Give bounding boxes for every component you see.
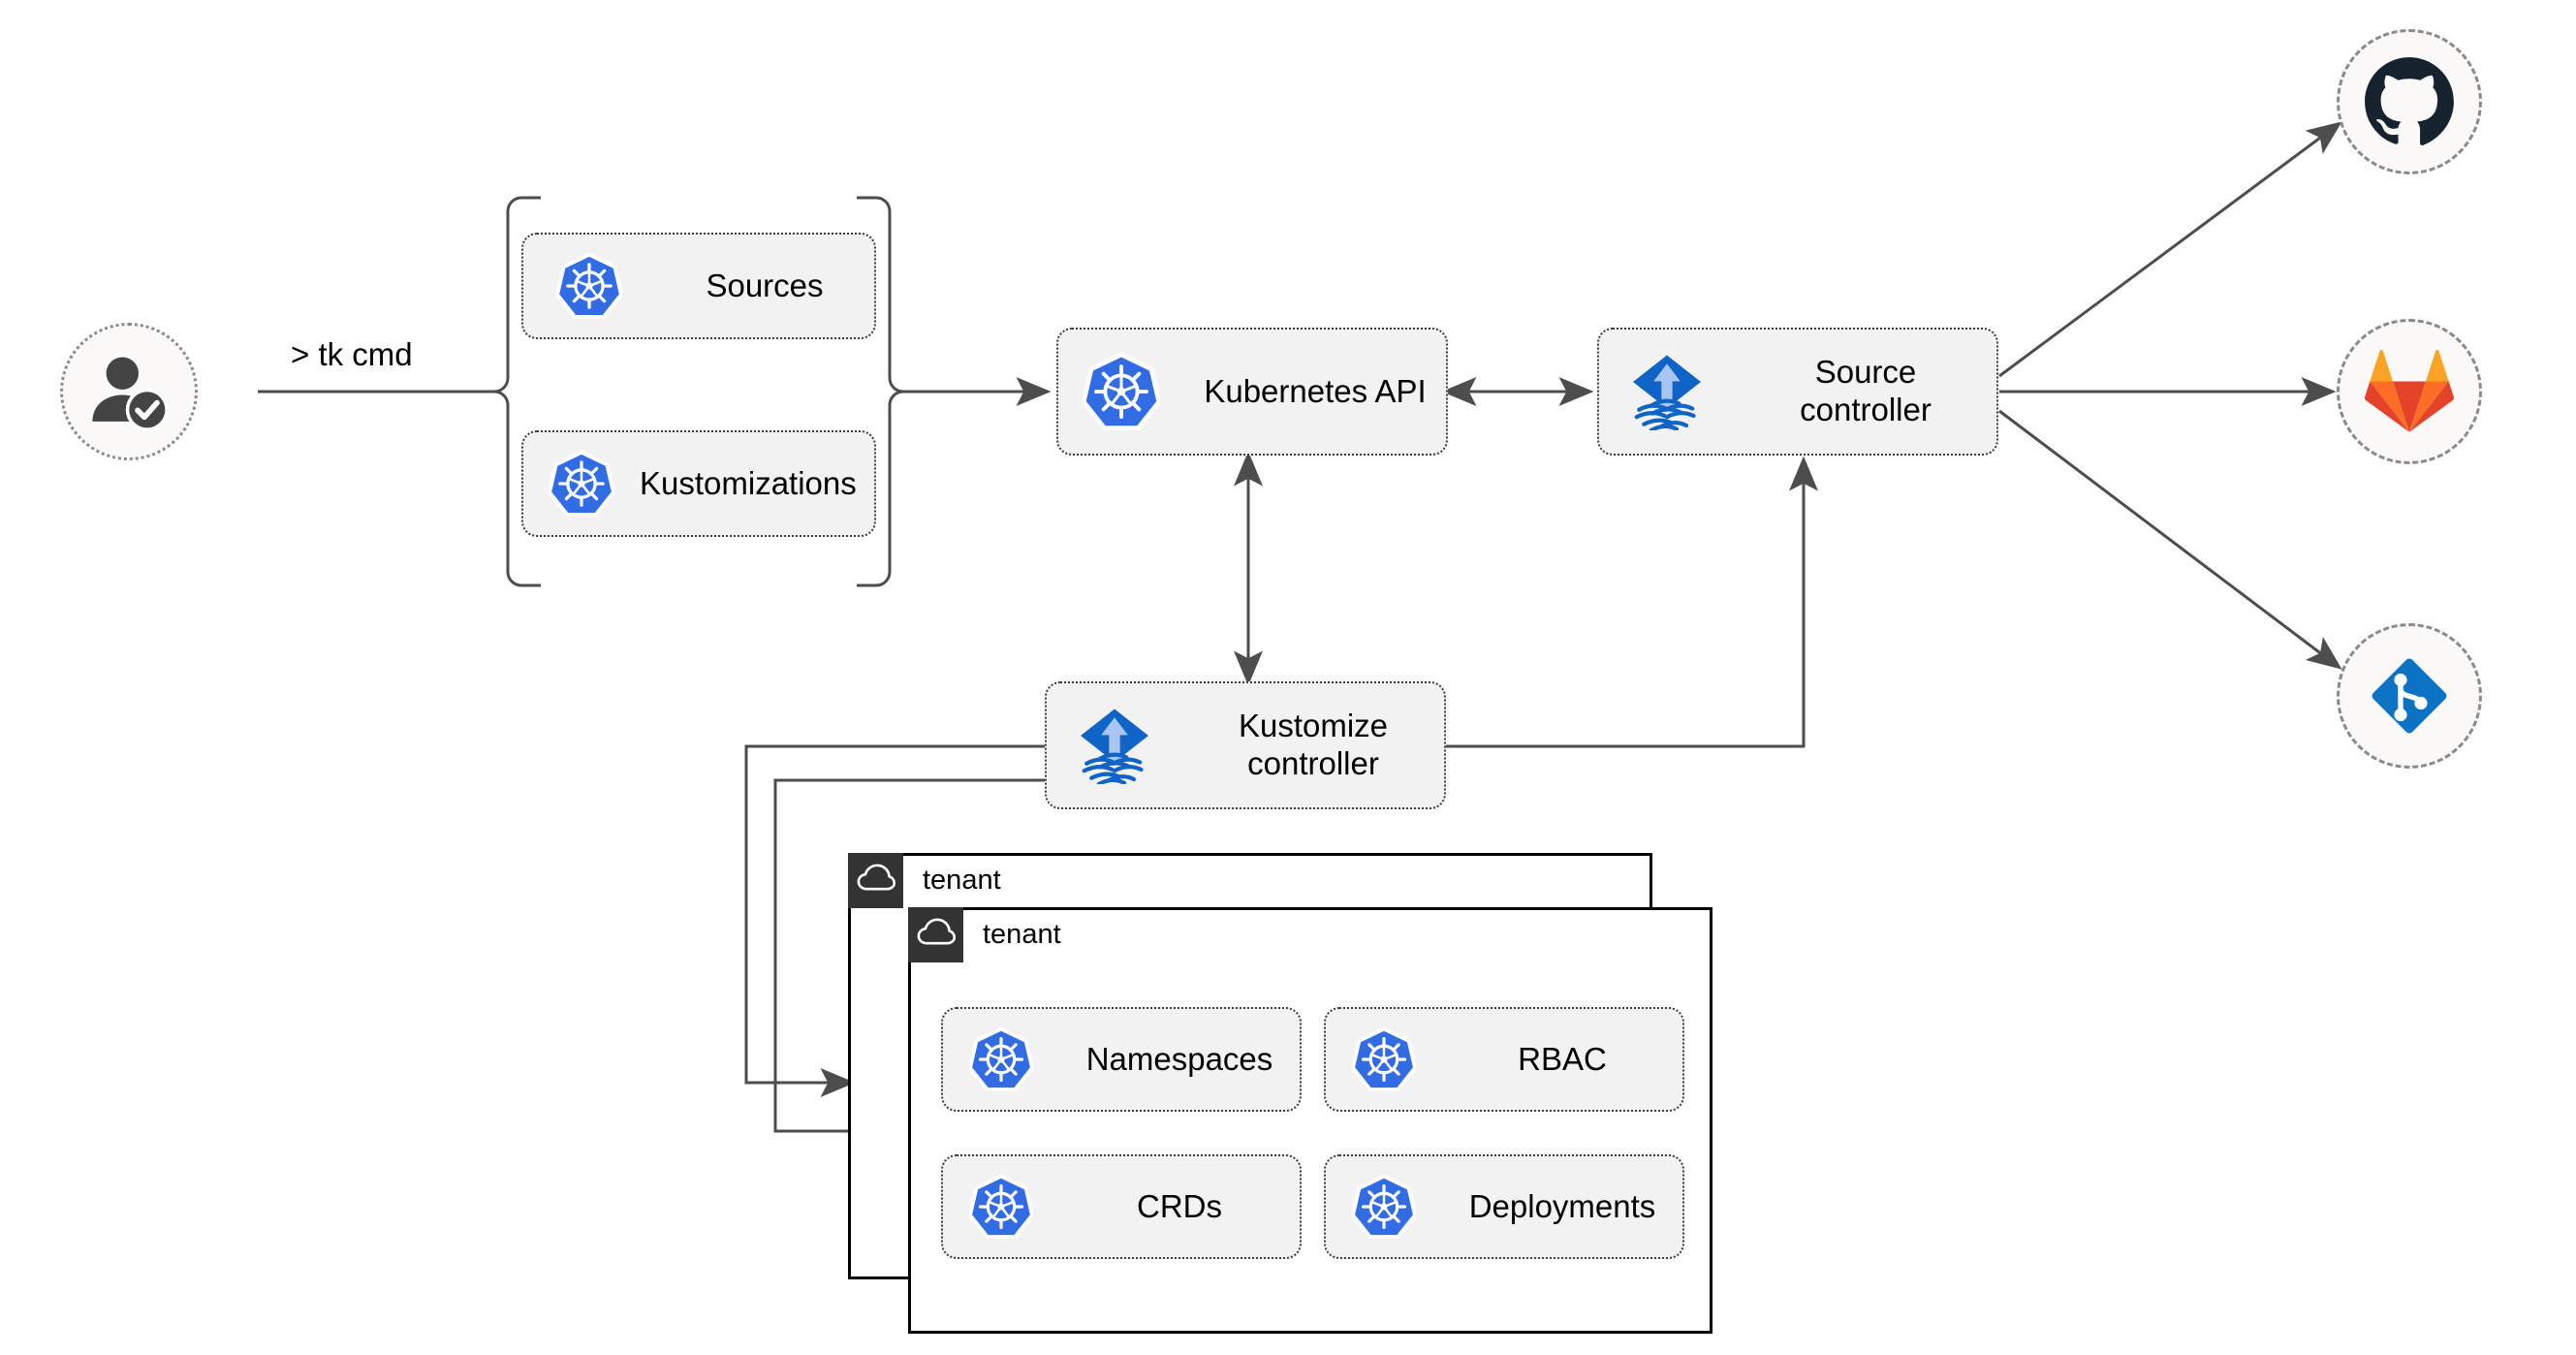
node-label: Kustomizations [640,464,857,501]
provider-github[interactable] [2337,29,2482,174]
cloud-badge [908,907,963,962]
edge-kustomize-to-tenant-2 [773,778,1052,1146]
node-source-controller[interactable]: Source controller [1597,328,1998,456]
flux-icon [1628,353,1706,430]
tenant-container-2[interactable]: tenant Namespaces RBAC [908,907,1712,1334]
node-rbac[interactable]: RBAC [1324,1007,1684,1112]
kubernetes-icon [969,1175,1033,1239]
node-label: CRDs [1137,1187,1222,1224]
right-curly-brace [857,196,917,587]
azure-repos-icon [2363,649,2456,742]
gitlab-icon [2365,349,2454,432]
cloud-icon [857,863,895,890]
provider-azure-repos[interactable] [2337,623,2482,769]
node-kustomizations[interactable]: Kustomizations [521,430,876,537]
user-check-icon [87,350,171,433]
edge-source-to-github [1998,121,2342,378]
cloud-badge [848,853,903,908]
tenant-label: tenant [983,919,1061,950]
command-label: > tk cmd [291,336,413,372]
user-avatar [60,323,198,460]
node-sources[interactable]: Sources [521,233,876,339]
kubernetes-icon [1352,1027,1416,1091]
node-label: Deployments [1468,1187,1656,1224]
kubernetes-icon [556,253,622,319]
node-kubernetes-api[interactable]: Kubernetes API [1056,328,1448,456]
node-kustomize-controller[interactable]: Kustomize controller [1045,681,1446,809]
edge-kustomize-to-source [1444,456,1818,748]
kubernetes-icon [1352,1175,1416,1239]
node-deployments[interactable]: Deployments [1324,1154,1684,1259]
tenant-header: tenant [848,853,1001,908]
kubernetes-icon [969,1027,1033,1091]
flux-icon [1076,707,1153,784]
tenant-label: tenant [923,865,1001,896]
node-label: Kustomize controller [1238,708,1389,781]
node-label: Sources [706,267,824,303]
node-label: RBAC [1518,1040,1607,1077]
edge-source-to-azure [1998,409,2342,670]
edge-kustomize-to-tenant-1 [744,744,1052,1097]
cloud-icon [917,917,956,944]
node-namespaces[interactable]: Namespaces [941,1007,1302,1112]
left-curly-brace [481,196,541,587]
node-label: Source controller [1800,354,1932,427]
node-label: Kubernetes API [1204,372,1427,409]
kubernetes-icon [1083,353,1160,430]
node-label: Namespaces [1085,1040,1273,1077]
github-icon [2365,57,2454,145]
tenant-header: tenant [908,907,1061,962]
provider-gitlab[interactable] [2337,319,2482,464]
kubernetes-icon [549,451,614,517]
node-crds[interactable]: CRDs [941,1154,1302,1259]
